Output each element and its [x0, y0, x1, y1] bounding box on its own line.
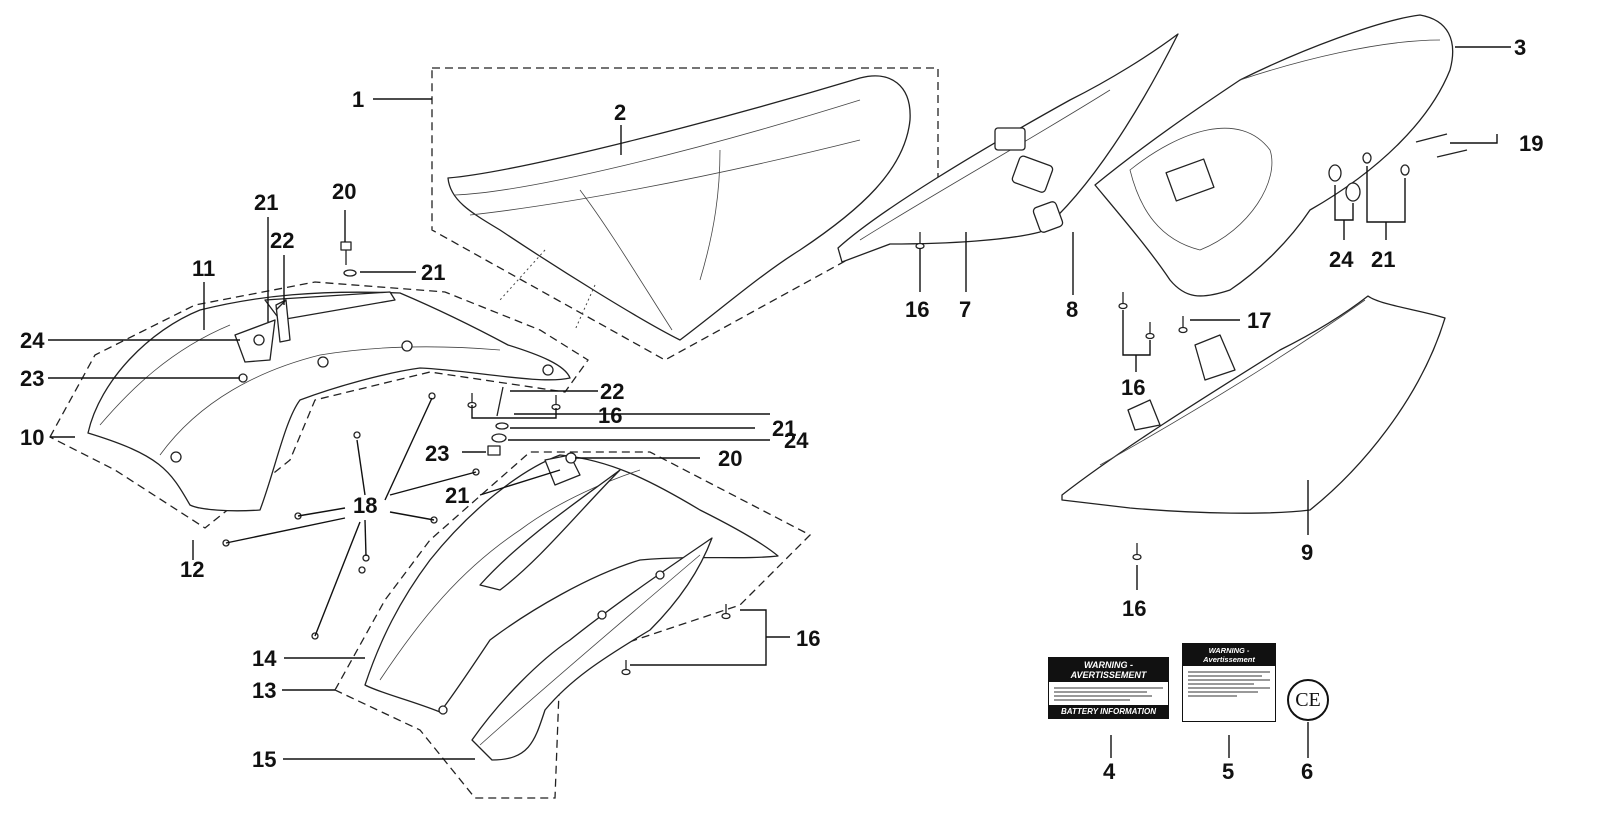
side-panel-right	[1061, 295, 1446, 514]
callout-6: 6	[1301, 759, 1313, 784]
callout-24-a: 24	[20, 328, 45, 353]
callout-20-b: 20	[718, 446, 742, 471]
rear-fender	[1032, 14, 1454, 297]
warning-sticker-body-graphic	[1183, 666, 1275, 702]
battery-warning-sticker: WARNING - AVERTISSEMENT BATTERY INFORMAT…	[1048, 657, 1169, 719]
callout-21-b: 21	[421, 260, 445, 285]
callout-17: 17	[1247, 308, 1271, 333]
seat-assembly	[431, 67, 939, 361]
callout-23-a: 23	[20, 366, 44, 391]
callout-22-b: 22	[600, 379, 624, 404]
callout-16-c: 16	[1122, 596, 1146, 621]
callout-numbers: 1 2 3 4 5 6 7 8 9 10 11 12 13 14 15 16 1…	[20, 35, 1543, 784]
battery-warning-body-graphic	[1049, 682, 1168, 706]
callout-23-b: 23	[425, 441, 449, 466]
callout-16-a: 16	[905, 297, 929, 322]
callout-3: 3	[1514, 35, 1526, 60]
callout-21-d: 21	[772, 416, 796, 441]
callout-16-d: 16	[598, 403, 622, 428]
callout-15: 15	[252, 747, 276, 772]
callout-16-e: 16	[796, 626, 820, 651]
callout-24-c: 24	[784, 428, 809, 453]
callout-8: 8	[1066, 297, 1078, 322]
callout-12: 12	[180, 557, 204, 582]
callout-7: 7	[959, 297, 971, 322]
tank-cover-assembly	[49, 281, 589, 529]
callout-22-a: 22	[270, 228, 294, 253]
callout-21-a: 21	[254, 190, 278, 215]
callout-2: 2	[614, 100, 626, 125]
callout-18: 18	[353, 493, 377, 518]
callout-14: 14	[252, 646, 277, 671]
callout-16-b: 16	[1121, 375, 1145, 400]
callout-21-c: 21	[1371, 247, 1395, 272]
side-panel-left	[837, 33, 1179, 263]
callout-21-e: 21	[445, 483, 469, 508]
leader-lines	[48, 46, 1511, 760]
callout-24-b: 24	[1329, 247, 1354, 272]
warning-sticker-header: WARNING - Avertissement	[1183, 644, 1275, 666]
callout-5: 5	[1222, 759, 1234, 784]
callout-4: 4	[1103, 759, 1116, 784]
callout-10: 10	[20, 425, 44, 450]
callout-11: 11	[192, 256, 215, 281]
callout-19: 19	[1519, 131, 1543, 156]
ce-mark-sticker: CE	[1287, 679, 1329, 721]
callout-20-a: 20	[332, 179, 356, 204]
callout-9: 9	[1301, 540, 1313, 565]
callout-1: 1	[352, 87, 364, 112]
callout-13: 13	[252, 678, 276, 703]
warning-sticker: WARNING - Avertissement	[1182, 643, 1276, 722]
battery-warning-header: WARNING - AVERTISSEMENT	[1049, 658, 1168, 682]
battery-information-footer: BATTERY INFORMATION	[1049, 705, 1168, 718]
radiator-shroud-assembly	[334, 451, 812, 799]
